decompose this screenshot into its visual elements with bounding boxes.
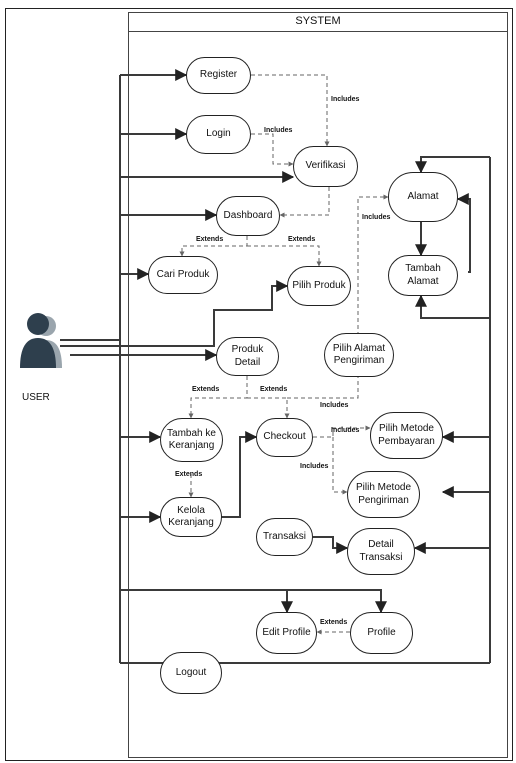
use-case-kelola-keranjang[interactable]: Kelola Keranjang bbox=[160, 497, 222, 537]
includes-label-alamat: Includes bbox=[362, 214, 391, 221]
use-case-checkout[interactable]: Checkout bbox=[256, 418, 313, 457]
extends-label-edit-profile: Extends bbox=[320, 619, 348, 626]
use-case-alamat[interactable]: Alamat bbox=[388, 172, 458, 222]
use-case-login[interactable]: Login bbox=[186, 115, 251, 154]
use-case-logout[interactable]: Logout bbox=[160, 652, 222, 694]
use-case-detail-transaksi[interactable]: Detail Transaksi bbox=[347, 528, 415, 575]
includes-label-pilih-alamat: Includes bbox=[320, 402, 349, 409]
use-case-cari-produk[interactable]: Cari Produk bbox=[148, 256, 218, 294]
extends-label-pilih-produk: Extends bbox=[288, 236, 316, 243]
system-title: SYSTEM bbox=[128, 12, 508, 32]
use-case-pilih-alamat-pengiriman[interactable]: Pilih Alamat Pengiriman bbox=[324, 333, 394, 377]
diagram-frame bbox=[5, 8, 513, 761]
use-case-edit-profile[interactable]: Edit Profile bbox=[256, 612, 317, 654]
use-case-tambah-ke-keranjang[interactable]: Tambah ke Keranjang bbox=[160, 418, 223, 462]
use-case-produk-detail[interactable]: Produk Detail bbox=[216, 337, 279, 376]
user-actor-icon bbox=[20, 313, 62, 368]
includes-label-pengiriman: Includes bbox=[300, 463, 329, 470]
extends-label-kelola-keranjang: Extends bbox=[175, 471, 203, 478]
use-case-pilih-metode-pengiriman[interactable]: Pilih Metode Pengiriman bbox=[347, 471, 420, 518]
use-case-dashboard[interactable]: Dashboard bbox=[216, 196, 280, 236]
includes-label-register: Includes bbox=[331, 96, 360, 103]
use-case-profile[interactable]: Profile bbox=[350, 612, 413, 654]
includes-label-login: Includes bbox=[264, 127, 293, 134]
use-case-verifikasi[interactable]: Verifikasi bbox=[293, 146, 358, 187]
use-case-register[interactable]: Register bbox=[186, 57, 251, 94]
user-actor bbox=[8, 310, 68, 370]
use-case-transaksi[interactable]: Transaksi bbox=[256, 518, 313, 556]
use-case-pilih-metode-pembayaran[interactable]: Pilih Metode Pembayaran bbox=[370, 412, 443, 459]
extends-label-cari-produk: Extends bbox=[196, 236, 224, 243]
use-case-tambah-alamat[interactable]: Tambah Alamat bbox=[388, 255, 458, 296]
extends-label-tambah-keranjang: Extends bbox=[192, 386, 220, 393]
use-case-pilih-produk[interactable]: Pilih Produk bbox=[287, 266, 351, 306]
actor-label: USER bbox=[22, 392, 50, 403]
extends-label-checkout: Extends bbox=[260, 386, 288, 393]
system-boundary bbox=[128, 12, 508, 758]
includes-label-pembayaran: Includes bbox=[331, 427, 360, 434]
